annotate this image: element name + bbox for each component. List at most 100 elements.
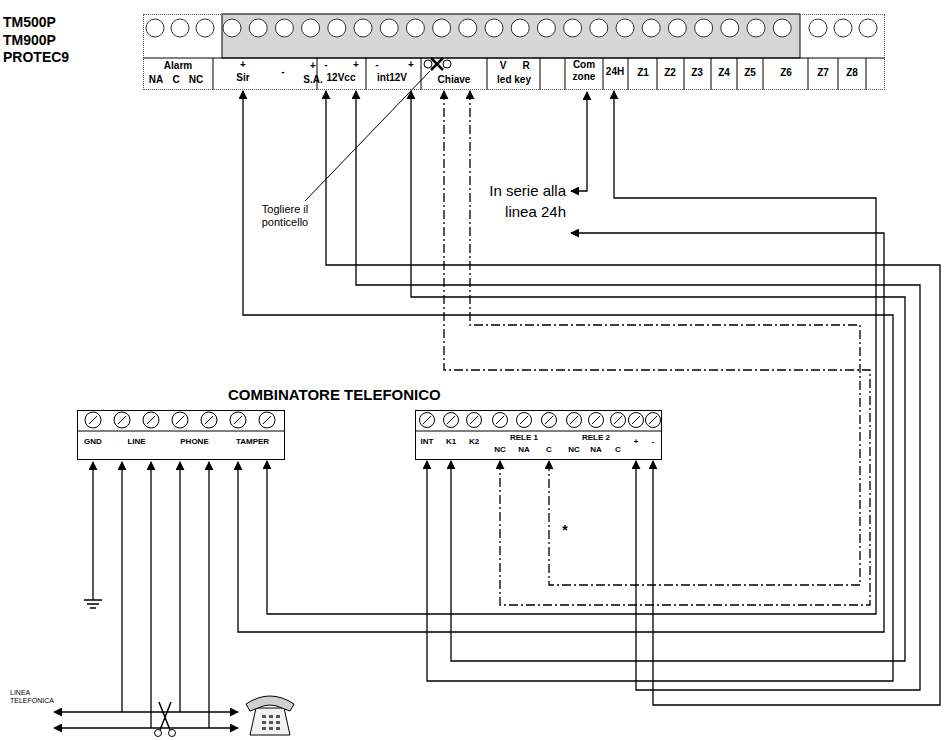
terminal-block: K2RELE 2NCNACINTK1RELE 1NCNAC+- <box>415 410 662 460</box>
terminal-label: C <box>546 445 552 454</box>
jumper-pin <box>424 60 432 68</box>
screw-head <box>444 413 459 428</box>
terminal-label: K2 <box>469 437 479 446</box>
wire <box>121 462 122 712</box>
screw-hole <box>642 19 660 37</box>
screw-head <box>467 413 482 428</box>
terminal-label: Chiave <box>438 74 471 86</box>
terminal-cell: +Sir <box>230 58 256 90</box>
terminal-block: GND LINE PHONE TAMPER <box>77 410 285 460</box>
screw-hole <box>564 19 582 37</box>
terminal-screw <box>611 413 626 428</box>
cell-separator <box>213 58 214 90</box>
terminal-screw <box>493 413 508 428</box>
terminal-label: RELE 2 <box>582 433 610 442</box>
terminal-cell: Com zone <box>567 58 602 90</box>
screw-hole <box>721 19 739 37</box>
screw-head <box>114 412 130 428</box>
terminal-label: RELE 1 <box>510 433 538 442</box>
terminal-screws <box>85 412 661 428</box>
terminal-label: - <box>281 66 284 78</box>
phone-key <box>269 727 273 730</box>
screw-head <box>172 412 188 428</box>
terminal-label: Z2 <box>664 67 676 79</box>
screw-head <box>493 413 508 428</box>
screw-slot <box>470 416 478 424</box>
note: Togliere il ponticello <box>248 203 322 228</box>
terminal-label: - <box>375 59 378 71</box>
screw-slot <box>649 416 657 424</box>
wire <box>179 462 180 712</box>
screw-hole <box>171 19 189 37</box>
panel-heading: TM500P TM900P PROTEC9 <box>3 14 83 67</box>
screw-slot <box>205 416 213 424</box>
screw-hole <box>433 19 451 37</box>
terminal-label: Sir <box>236 72 249 84</box>
phone-key <box>262 727 266 730</box>
screw-hole <box>747 19 765 37</box>
terminal-screw <box>542 413 557 428</box>
terminal-screw <box>517 413 532 428</box>
wire <box>411 91 905 661</box>
screw-slot <box>263 416 271 424</box>
screw-slot <box>545 416 553 424</box>
screw-slot <box>118 416 126 424</box>
screw-head <box>85 412 101 428</box>
terminal-label: - <box>324 59 327 71</box>
terminal-screw <box>259 412 275 428</box>
screw-band <box>222 14 800 58</box>
terminal-label: + <box>408 59 414 71</box>
cell-separator <box>866 58 867 90</box>
scissors-symbol <box>155 702 176 737</box>
terminal-screw <box>201 412 217 428</box>
cell-separator <box>711 58 712 90</box>
screw-hole <box>537 19 555 37</box>
screw-hole <box>511 19 529 37</box>
screw-head <box>646 413 661 428</box>
scissors-handle <box>169 730 176 737</box>
screw-head <box>611 413 626 428</box>
terminal-cell: INT <box>417 432 439 460</box>
screw-head <box>629 413 644 428</box>
terminal-label: GND <box>84 437 102 446</box>
ground-symbol <box>84 600 102 608</box>
terminal-screw <box>589 413 604 428</box>
cell-separators <box>213 58 866 90</box>
terminal-screw <box>85 412 101 428</box>
terminal-screw <box>629 413 644 428</box>
screw-hole <box>668 19 686 37</box>
screw-slot <box>447 416 455 424</box>
screw-slot <box>496 416 504 424</box>
cell-separator <box>565 58 566 90</box>
phone-key <box>276 721 280 724</box>
screw-hole <box>809 19 827 37</box>
screw-head <box>259 412 275 428</box>
terminal-cell: K1 <box>441 432 461 460</box>
note: * <box>562 522 567 538</box>
screw-slot <box>176 416 184 424</box>
wire <box>470 91 860 585</box>
terminal-label: LINE <box>127 437 145 446</box>
terminal-label: NC <box>189 74 203 86</box>
terminal-label: PHONE <box>180 437 208 446</box>
cell-separator <box>763 58 764 90</box>
terminal-screw <box>420 413 435 428</box>
terminal-cell: - <box>645 432 661 460</box>
terminal-label: TAMPER <box>236 437 269 446</box>
screw-hole <box>616 19 634 37</box>
screw-hole <box>302 19 320 37</box>
terminal-label: V <box>500 60 507 72</box>
screw-slot <box>89 416 97 424</box>
terminal-label: K1 <box>446 437 456 446</box>
screw-head <box>143 412 159 428</box>
terminal-cell: + <box>628 432 644 460</box>
terminal-label: Z7 <box>817 67 829 79</box>
terminal-screw <box>467 413 482 428</box>
screw-hole <box>859 19 877 37</box>
terminal-screw <box>230 412 246 428</box>
note: In serie alla linea 24h <box>486 180 566 222</box>
terminal-label: + <box>353 59 359 71</box>
terminal-label: INT <box>421 437 434 446</box>
